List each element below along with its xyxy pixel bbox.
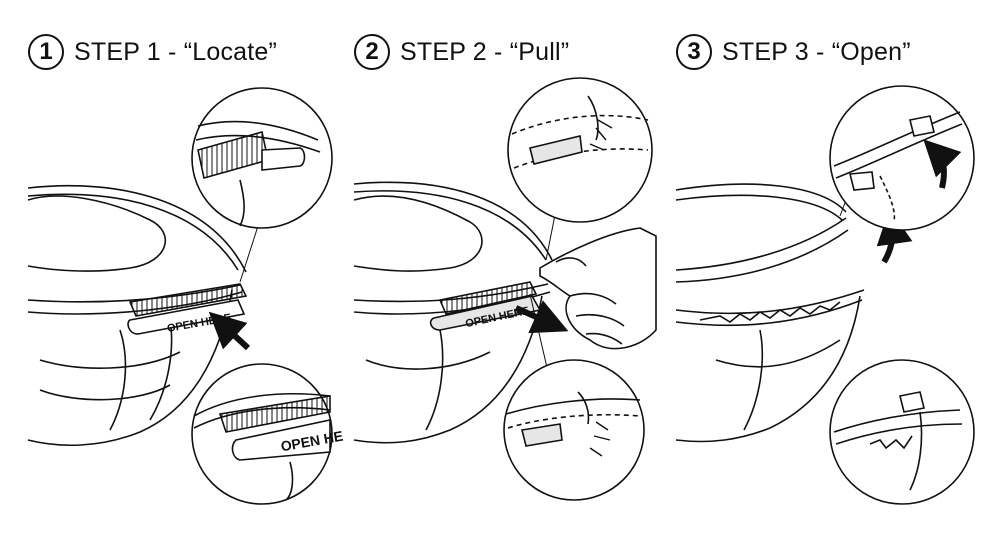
step-2-title: STEP 2 - “Pull” [400, 37, 570, 66]
zoom-circle-2-top [507, 77, 653, 223]
open-here-tab-2: OPEN HERE [429, 281, 542, 331]
step-1-number: 1 [28, 34, 64, 70]
zoom-circle-1-bottom: OPEN HE [191, 363, 344, 505]
leader-line-1a [239, 225, 259, 283]
step-3-header: 3 STEP 3 - “Open” [676, 30, 911, 74]
zoom-circle-2-bottom [503, 359, 645, 501]
lift-arrow-3-zoom [923, 139, 962, 189]
zoom-circle-3-bottom [829, 359, 975, 505]
step-1-illustration: OPEN HERE OPEN HE [27, 87, 344, 505]
leader-line-2b [529, 293, 549, 373]
step-3-illustration [675, 85, 975, 505]
step-1-header: 1 STEP 1 - “Locate” [28, 30, 277, 74]
step-2-header: 2 STEP 2 - “Pull” [354, 30, 569, 74]
step-2-number: 2 [354, 34, 390, 70]
push-arrow-1 [208, 311, 251, 351]
lift-arrow-3 [876, 208, 913, 264]
pull-arrow-2 [514, 300, 569, 334]
step-1-title: STEP 1 - “Locate” [74, 37, 278, 66]
step-3-title: STEP 3 - “Open” [722, 37, 911, 66]
zoom-circle-3-top [829, 85, 975, 231]
zoom-circle-1-top [191, 87, 333, 229]
leader-line-2a [545, 209, 557, 261]
step-2-illustration: OPEN HERE [353, 77, 657, 501]
step-3-number: 3 [676, 34, 712, 70]
bowl-3 [675, 183, 865, 443]
hand-icon [539, 227, 657, 350]
